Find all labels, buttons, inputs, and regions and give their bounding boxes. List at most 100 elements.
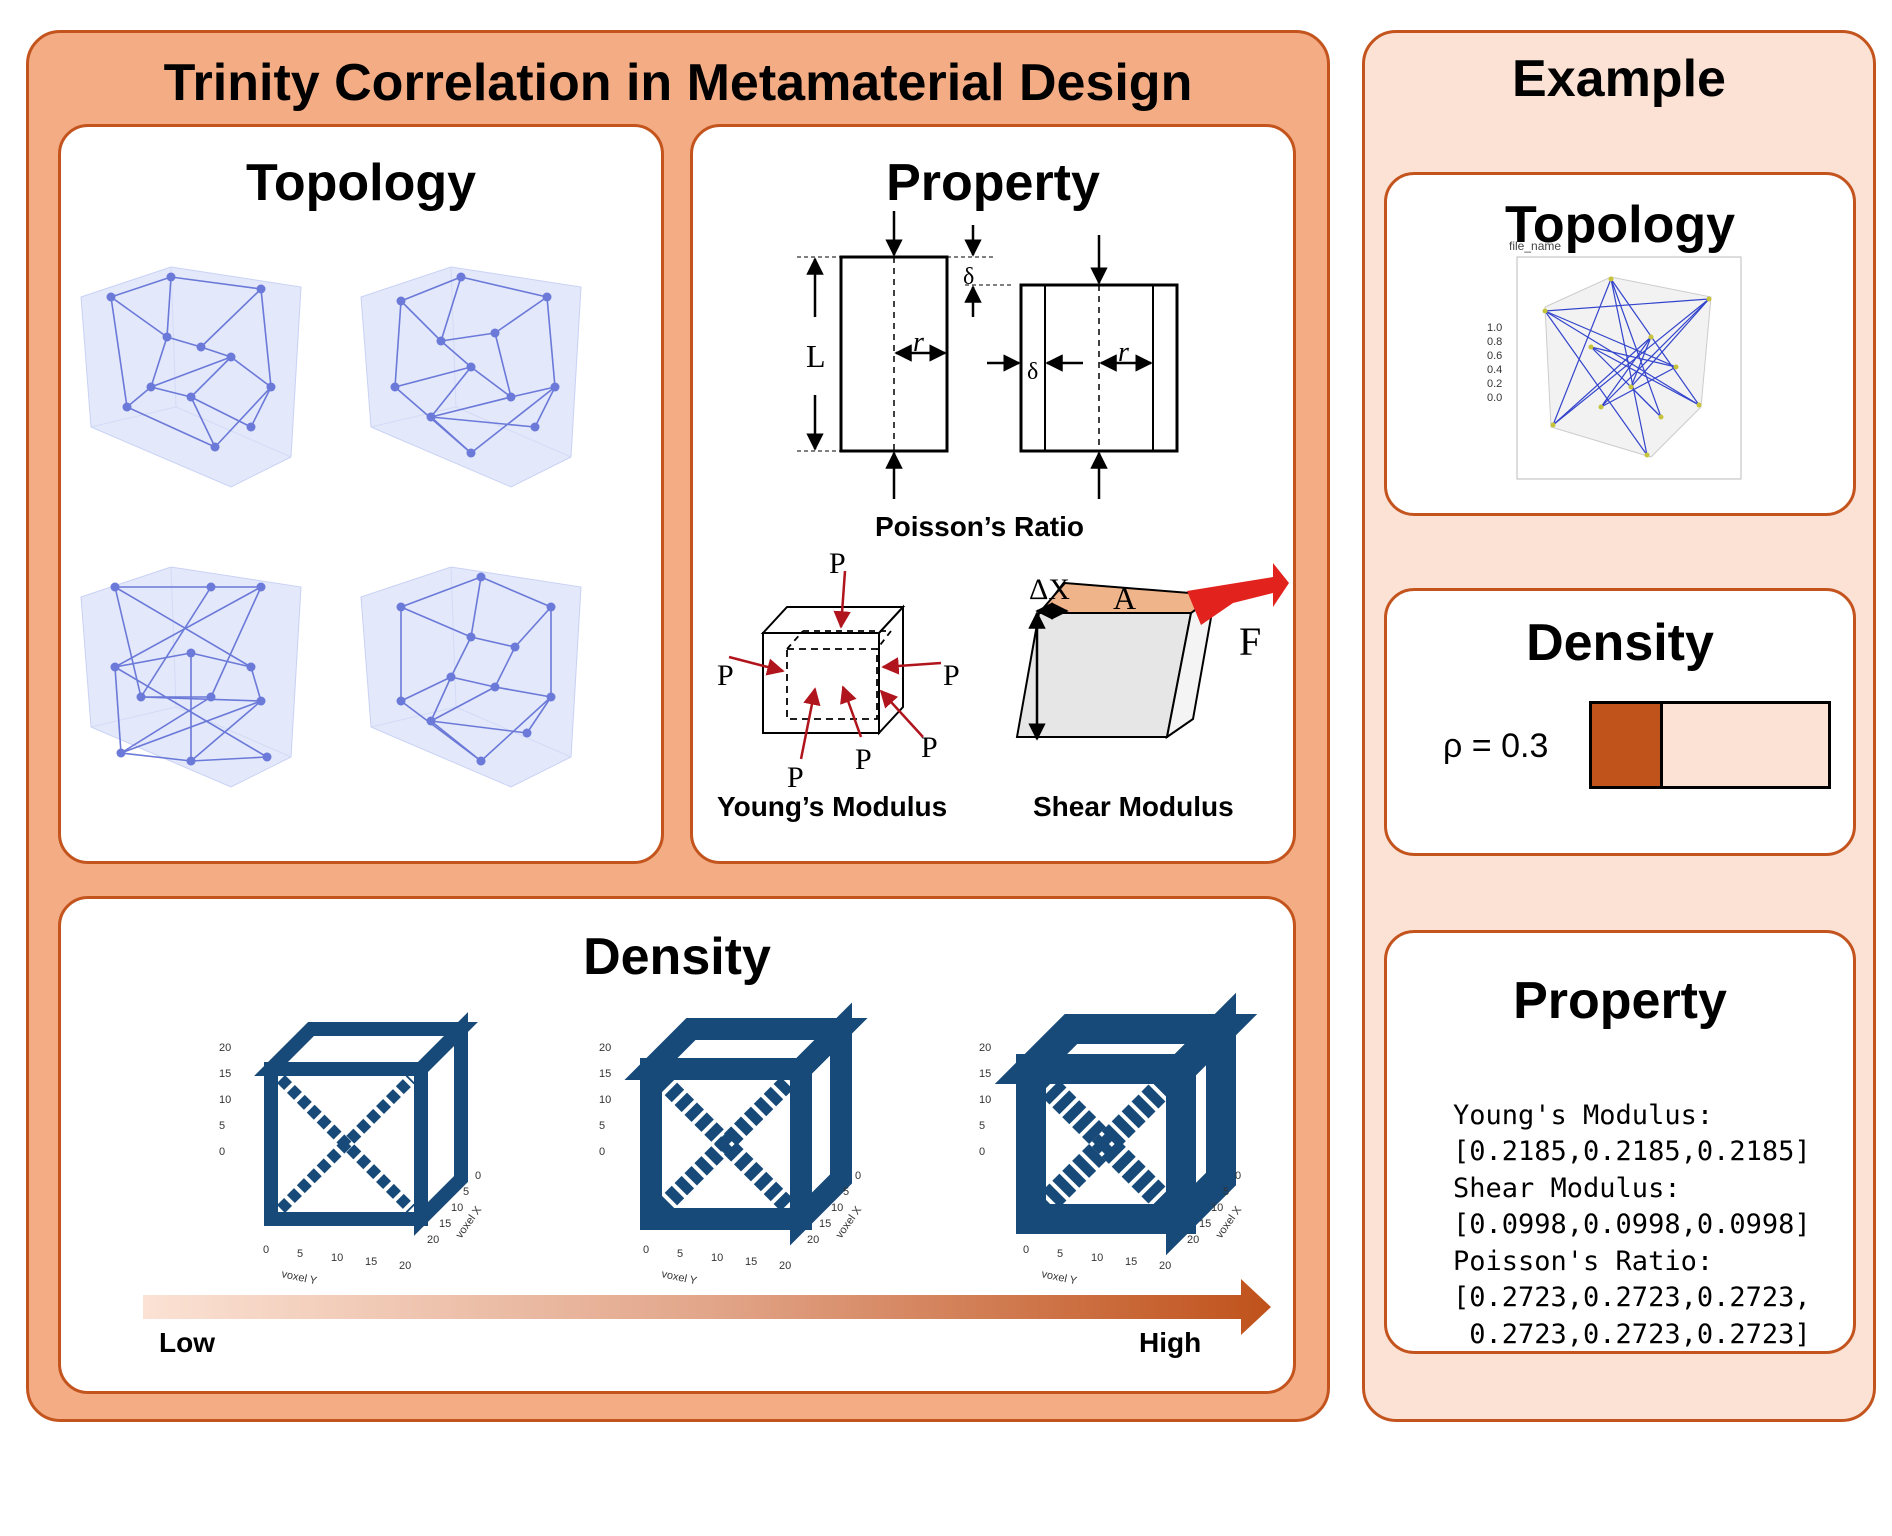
svg-text:0: 0 [979, 1146, 985, 1158]
svg-text:0: 0 [475, 1170, 481, 1182]
area-label: A [1113, 580, 1136, 616]
shear-modulus-caption: Shear Modulus [1033, 791, 1234, 822]
svg-text:20: 20 [219, 1042, 231, 1054]
property-line: Shear Modulus: [1453, 1172, 1681, 1204]
svg-text:0: 0 [855, 1170, 861, 1182]
example-lattice: 1.00.80.60.40.20.0 [1487, 256, 1742, 480]
delta-x-label: ΔX [1029, 573, 1070, 606]
svg-text:0.0: 0.0 [1487, 392, 1502, 404]
svg-text:10: 10 [831, 1202, 843, 1214]
svg-text:10: 10 [451, 1202, 463, 1214]
example-property-panel: Property Young's Modulus: [0.2185,0.2185… [1384, 930, 1856, 1354]
p-label-top: P [829, 547, 846, 580]
young-modulus-caption: Young’s Modulus [717, 791, 948, 822]
example-property-values: Young's Modulus: [0.2185,0.2185,0.2185] … [1453, 1061, 1811, 1353]
svg-text:10: 10 [599, 1094, 611, 1106]
svg-text:0: 0 [263, 1244, 269, 1256]
svg-text:0.6: 0.6 [1487, 350, 1502, 362]
svg-text:20: 20 [1159, 1260, 1171, 1272]
property-line: [0.2185,0.2185,0.2185] [1453, 1136, 1811, 1167]
example-topology-plot-title: file_name [1509, 239, 1562, 253]
shear-force-arrow [1187, 563, 1289, 625]
svg-text:20: 20 [427, 1234, 439, 1246]
main-title: Trinity Correlation in Metamaterial Desi… [163, 54, 1193, 112]
force-label: F [1239, 619, 1261, 664]
density-panel-title: Density [583, 928, 771, 986]
svg-text:15: 15 [819, 1218, 831, 1230]
svg-text:10: 10 [1091, 1252, 1103, 1264]
poisson-ratio-diagram: L r δ δ r [717, 211, 1289, 794]
p-label-bottom-right: P [921, 731, 938, 764]
p-label-bottom-mid: P [855, 743, 872, 776]
p-label-bottom-left: P [787, 761, 804, 794]
svg-text:0: 0 [219, 1146, 225, 1158]
svg-text:0: 0 [1023, 1244, 1029, 1256]
svg-text:5: 5 [463, 1186, 469, 1198]
p-label-right: P [943, 659, 960, 692]
svg-text:15: 15 [219, 1068, 231, 1080]
svg-text:20: 20 [979, 1042, 991, 1054]
length-label: L [806, 338, 826, 374]
example-topology-plot: 1.00.80.60.40.20.0 [1487, 256, 1742, 480]
svg-text:5: 5 [599, 1120, 605, 1132]
topology-panel: Topology [58, 124, 664, 864]
svg-text:10: 10 [711, 1252, 723, 1264]
svg-text:20: 20 [807, 1234, 819, 1246]
density-bar-fill [1592, 704, 1663, 786]
example-density-value: ρ = 0.3 [1443, 727, 1549, 765]
svg-text:0.4: 0.4 [1487, 364, 1502, 376]
svg-text:20: 20 [1187, 1234, 1199, 1246]
svg-text:20: 20 [599, 1042, 611, 1054]
svg-text:15: 15 [1199, 1218, 1211, 1230]
svg-text:5: 5 [677, 1248, 683, 1260]
property-line: Young's Modulus: [1453, 1099, 1714, 1131]
lattice-plot [360, 266, 582, 488]
density-bar [1589, 701, 1831, 789]
svg-text:15: 15 [745, 1256, 757, 1268]
svg-text:5: 5 [297, 1248, 303, 1260]
svg-text:15: 15 [365, 1256, 377, 1268]
svg-text:15: 15 [599, 1068, 611, 1080]
example-density-title: Density [1526, 614, 1714, 672]
property-line: [0.2723,0.2723,0.2723, [1453, 1282, 1811, 1313]
svg-text:5: 5 [1057, 1248, 1063, 1260]
svg-text:0: 0 [1235, 1170, 1241, 1182]
radius-label-left: r [913, 327, 924, 358]
lattice-plot [80, 566, 302, 788]
svg-text:15: 15 [1125, 1256, 1137, 1268]
lattice-plot [360, 566, 582, 788]
property-panel-title: Property [886, 154, 1100, 212]
density-gradient-arrow [143, 1279, 1271, 1335]
svg-text:0: 0 [643, 1244, 649, 1256]
lattice-plot [80, 266, 302, 488]
delta-label-top: δ [963, 264, 974, 290]
density-low-label: Low [159, 1327, 215, 1358]
p-label-left: P [717, 659, 734, 692]
svg-text:10: 10 [1211, 1202, 1223, 1214]
svg-text:1.0: 1.0 [1487, 322, 1502, 334]
property-line: 0.2723,0.2723,0.2723] [1453, 1318, 1811, 1350]
svg-text:0: 0 [599, 1146, 605, 1158]
svg-text:5: 5 [219, 1120, 225, 1132]
topology-lattice-plots [80, 266, 582, 788]
young-modulus-cube: P P P P P P [717, 547, 960, 794]
svg-text:20: 20 [779, 1260, 791, 1272]
shear-modulus-block: ΔX A F [1015, 563, 1289, 741]
example-property-title: Property [1513, 972, 1727, 1030]
svg-text:10: 10 [331, 1252, 343, 1264]
example-title: Example [1512, 50, 1726, 108]
poisson-ratio-caption: Poisson’s Ratio [875, 511, 1085, 542]
svg-text:5: 5 [979, 1120, 985, 1132]
svg-text:5: 5 [843, 1186, 849, 1198]
svg-text:15: 15 [979, 1068, 991, 1080]
example-topology-title: Topology [1504, 196, 1736, 254]
delta-label-side: δ [1027, 359, 1038, 385]
property-line: Poisson's Ratio: [1453, 1245, 1714, 1277]
property-line: [0.0998,0.0998,0.0998] [1453, 1209, 1811, 1240]
